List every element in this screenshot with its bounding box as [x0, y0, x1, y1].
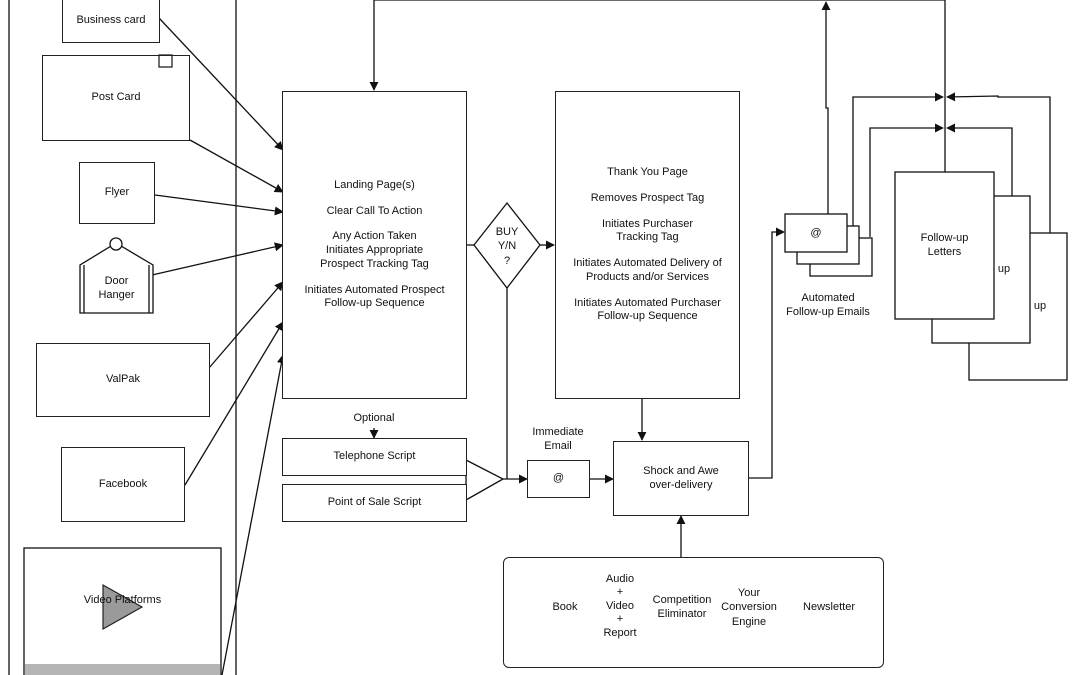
deliverable-audio-video-report: Audio + Video + Report — [603, 573, 637, 639]
deliverable-conversion-engine: Your Conversion Engine — [721, 587, 777, 628]
arrow-shock-emails — [748, 227, 785, 479]
letter-sheet-1 — [894, 171, 995, 320]
shock-awe-box: Shock and Awe over-delivery — [613, 441, 749, 516]
post-card-label: Post Card — [91, 91, 141, 104]
decision-line-1: BUY — [495, 226, 519, 238]
valpak-box: ValPak — [36, 343, 210, 417]
auto-emails-label: Automated Follow-up Emails — [786, 292, 870, 319]
thankyou-line-3: Initiates Purchaser Tracking Tag — [601, 217, 694, 244]
thankyou-line-4: Initiates Automated Delivery of Products… — [573, 257, 722, 283]
arrow-flyer-landing — [154, 194, 284, 216]
arrow-video-landing — [221, 354, 286, 675]
door-hanger-icon — [79, 237, 154, 314]
arrow-facebook-landing — [184, 321, 284, 486]
landing-line-3: Any Action Taken Initiates Appropriate P… — [320, 230, 429, 270]
followup-letters-label: Follow-up Letters — [920, 232, 969, 259]
arrow-letter2-to-letters — [946, 123, 1013, 196]
deliverables-box: Book Audio + Video + Report Competition … — [503, 557, 884, 668]
post-card-box: Post Card — [42, 55, 190, 141]
video-platforms-label: Video Platforms — [83, 594, 162, 606]
immediate-email-box: @ — [527, 460, 590, 498]
business-card-label: Business card — [76, 13, 146, 26]
deliverable-book: Book — [552, 601, 578, 613]
arrow-valpak-landing — [208, 281, 284, 369]
deliverable-newsletter: Newsletter — [803, 601, 855, 613]
arrow-postcard-landing — [189, 139, 284, 193]
immediate-email-symbol: @ — [552, 472, 565, 485]
thankyou-line-2: Removes Prospect Tag — [590, 191, 705, 204]
facebook-box: Facebook — [61, 447, 185, 522]
deliverable-competition-eliminator: Competition Eliminator — [652, 594, 712, 621]
thankyou-line-1: Thank You Page — [607, 166, 688, 178]
thankyou-line-5: Initiates Automated Purchaser Follow-up … — [574, 296, 721, 323]
decision-line-2: Y/N — [497, 240, 517, 253]
immediate-email-label: Immediate Email — [532, 426, 584, 453]
thank-you-page-box: Thank You Page Removes Prospect Tag Init… — [555, 91, 740, 399]
facebook-label: Facebook — [98, 477, 148, 490]
telephone-script-box: Telephone Script — [282, 438, 467, 476]
decision-label: BUY Y/N ? — [487, 225, 527, 268]
decision-diamond — [473, 201, 541, 290]
followup-partial-label-2: up — [1033, 300, 1047, 312]
pos-script-box: Point of Sale Script — [282, 484, 467, 522]
landing-line-2: Clear Call To Action — [326, 204, 423, 217]
optional-label: Optional — [353, 412, 395, 424]
valpak-label: ValPak — [105, 373, 141, 386]
business-card-box: Business card — [62, 0, 160, 43]
telephone-script-label: Telephone Script — [333, 450, 416, 463]
shock-awe-label: Shock and Awe over-delivery — [643, 464, 719, 491]
arrow-businesscard-landing — [158, 17, 284, 151]
landing-line-4: Initiates Automated Prospect Follow-up S… — [304, 283, 445, 310]
arrow-letter3-to-letters — [946, 92, 1051, 233]
arrow-loop-to-landing — [369, 0, 946, 172]
arrow-doorhanger-landing — [151, 242, 284, 276]
merge-triangle — [465, 459, 505, 501]
followup-partial-label-1: up — [997, 263, 1011, 275]
pos-script-label: Point of Sale Script — [327, 496, 422, 509]
arrow-email2-to-letters — [852, 92, 944, 237]
landing-page-box: Landing Page(s) Clear Call To Action Any… — [282, 91, 467, 399]
arrow-email3-to-letters — [869, 123, 944, 237]
email-sheet-1 — [784, 213, 848, 253]
auto-email-symbol: @ — [810, 227, 822, 239]
flyer-box: Flyer — [79, 162, 155, 224]
play-icon — [102, 583, 144, 631]
arrow-emails-up — [821, 1, 831, 214]
flyer-label: Flyer — [104, 186, 130, 199]
landing-line-1: Landing Page(s) — [334, 178, 415, 191]
door-hanger-label: Door Hanger — [84, 274, 149, 303]
decision-line-3: ? — [503, 254, 511, 267]
door-hanger-line-1: Door — [104, 275, 129, 287]
video-platform-thumb — [23, 547, 222, 675]
door-hanger-line-2: Hanger — [98, 289, 135, 302]
